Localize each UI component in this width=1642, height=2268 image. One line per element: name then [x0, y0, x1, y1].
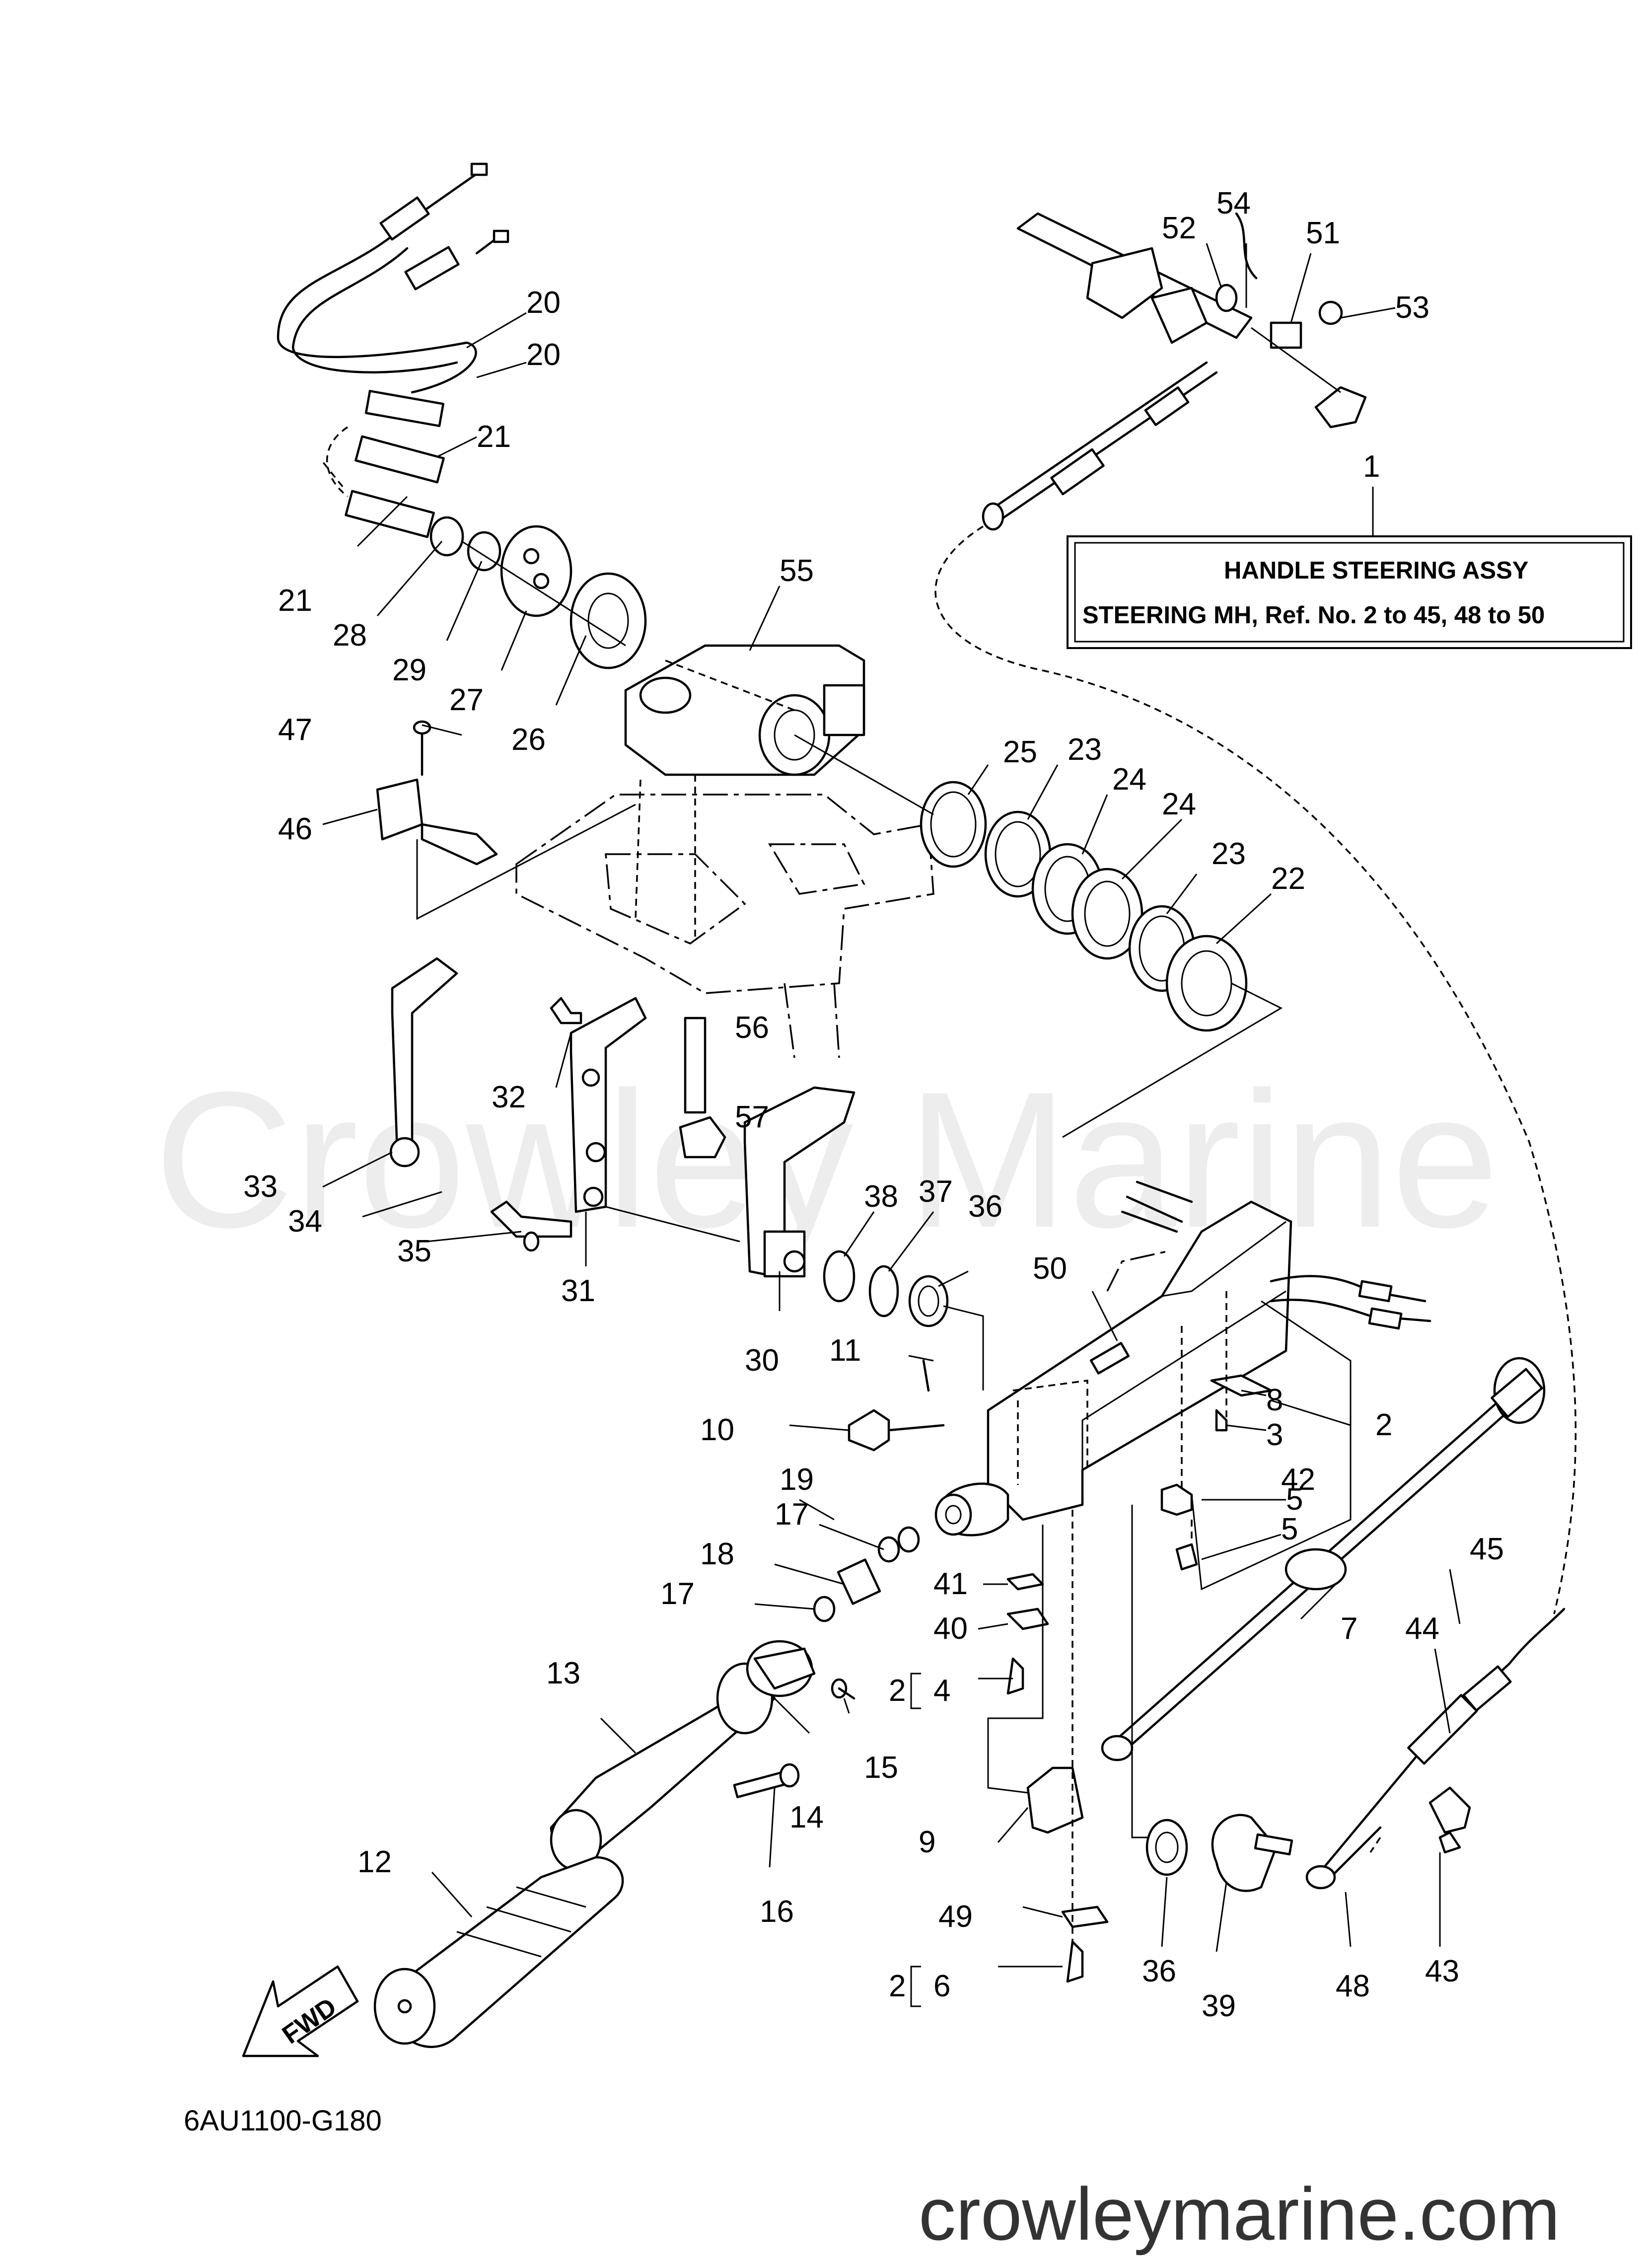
- callout-39: 39: [1202, 1989, 1236, 2023]
- callout-4: 4: [933, 1674, 950, 1708]
- friction-knob-set: [813, 1359, 945, 1622]
- site-url: crowleymarine.com: [919, 2172, 1560, 2256]
- callout-21: 21: [477, 420, 511, 454]
- callout-35: 35: [397, 1234, 431, 1268]
- callout-22: 22: [1271, 862, 1305, 896]
- callout-40: 40: [933, 1611, 968, 1646]
- callout-24: 24: [1162, 787, 1196, 821]
- callout-27: 27: [449, 683, 484, 717]
- fwd-arrow: FWD: [242, 1965, 359, 2057]
- callout-30: 30: [745, 1343, 779, 1378]
- callout-21: 21: [278, 584, 312, 618]
- stud-and-nut: [679, 1017, 726, 1159]
- callout-14: 14: [789, 1800, 824, 1834]
- steering-bracket: [624, 644, 865, 776]
- callout-32: 32: [492, 1080, 526, 1114]
- callout-48: 48: [1336, 1969, 1370, 2003]
- callout-41: 41: [933, 1567, 968, 1601]
- callout-54: 54: [1216, 186, 1251, 220]
- shift-rod: [1101, 1357, 1546, 1761]
- callout-49: 49: [938, 1900, 973, 1934]
- callout-2: 2: [1375, 1408, 1392, 1442]
- callout-47: 47: [278, 713, 312, 747]
- callout-16: 16: [760, 1895, 794, 1929]
- steering-handle-body: [934, 1180, 1431, 1536]
- callout-7: 7: [1341, 1611, 1357, 1646]
- callout-1: 1: [1363, 449, 1380, 484]
- callout-3: 3: [1266, 1418, 1283, 1452]
- callout-23: 23: [1212, 837, 1246, 871]
- brace-prefix-6: 2: [889, 1969, 906, 2003]
- washer-stack: [794, 734, 1283, 1138]
- link-arms: [389, 957, 740, 1252]
- callout-57: 57: [735, 1100, 769, 1134]
- brace-prefix-4: 2: [889, 1674, 906, 1708]
- callout-43: 43: [1425, 1954, 1459, 1988]
- callout-13: 13: [546, 1656, 580, 1690]
- bottom-cowling-phantom: [515, 775, 934, 1058]
- callout-56: 56: [735, 1011, 769, 1045]
- callout-18: 18: [700, 1537, 734, 1571]
- callout-6: 6: [933, 1969, 950, 2003]
- callout-50: 50: [1033, 1251, 1067, 1286]
- friction-lever: [743, 1086, 856, 1278]
- assembly-label: HANDLE STEERING ASSY STEERING MH, Ref. N…: [1067, 449, 1632, 649]
- throttle-cables: [277, 162, 509, 538]
- callout-25: 25: [1003, 735, 1037, 769]
- callout-31: 31: [561, 1274, 595, 1308]
- callout-5: 5: [1281, 1512, 1298, 1546]
- callout-28: 28: [333, 618, 367, 653]
- callout-9: 9: [919, 1825, 935, 1859]
- watermark: Crowley Marine: [154, 1051, 1499, 1269]
- assembly-title: HANDLE STEERING ASSY: [1224, 557, 1528, 584]
- callout-23: 23: [1068, 732, 1102, 767]
- callout-46: 46: [278, 812, 312, 846]
- callout-33: 33: [243, 1170, 278, 1204]
- callout-51: 51: [1306, 216, 1340, 250]
- callout-44: 44: [1405, 1611, 1439, 1646]
- callout-24: 24: [1112, 762, 1146, 797]
- steering-cable-top: [982, 212, 1367, 531]
- callout-20: 20: [526, 286, 561, 320]
- callout-36: 36: [1142, 1954, 1176, 1988]
- lower-right-parts: [1145, 1608, 1566, 1892]
- callout-36: 36: [968, 1189, 1002, 1224]
- callout-11: 11: [829, 1333, 861, 1368]
- callout-5: 5: [1286, 1482, 1303, 1517]
- callout-numbers: 20 20 21 21 28 29 27 26 55 47 46 25 23 2…: [243, 186, 1504, 2023]
- callout-38: 38: [864, 1179, 898, 1214]
- callout-15: 15: [864, 1751, 898, 1785]
- throttle-grip-assembly: [373, 1640, 856, 2049]
- assembly-subtitle: STEERING MH, Ref. No. 2 to 45, 48 to 50: [1082, 602, 1545, 629]
- callout-37: 37: [919, 1174, 953, 1209]
- callout-42: 42: [1281, 1463, 1315, 1497]
- leader-lines: [322, 243, 1461, 2007]
- callout-26: 26: [511, 723, 546, 757]
- lower-brackets: [987, 1505, 1162, 1983]
- pivot-washers: [823, 1250, 984, 1390]
- callout-17: 17: [775, 1497, 809, 1532]
- plates-and-bolts: [1160, 1291, 1352, 1591]
- callout-34: 34: [288, 1204, 322, 1239]
- callout-55: 55: [780, 554, 814, 588]
- diagram-code: 6AU1100-G180: [184, 2105, 382, 2137]
- cable-holder-parts: [429, 516, 647, 669]
- callout-52: 52: [1162, 211, 1196, 245]
- callout-19: 19: [780, 1463, 814, 1497]
- callout-20: 20: [526, 338, 561, 372]
- callout-53: 53: [1395, 291, 1429, 325]
- callout-29: 29: [392, 653, 427, 687]
- callout-12: 12: [357, 1845, 392, 1879]
- callout-8: 8: [1266, 1383, 1283, 1417]
- callout-45: 45: [1470, 1532, 1504, 1566]
- callout-17: 17: [660, 1577, 695, 1611]
- callout-10: 10: [700, 1413, 734, 1447]
- bracket-46: [376, 720, 636, 920]
